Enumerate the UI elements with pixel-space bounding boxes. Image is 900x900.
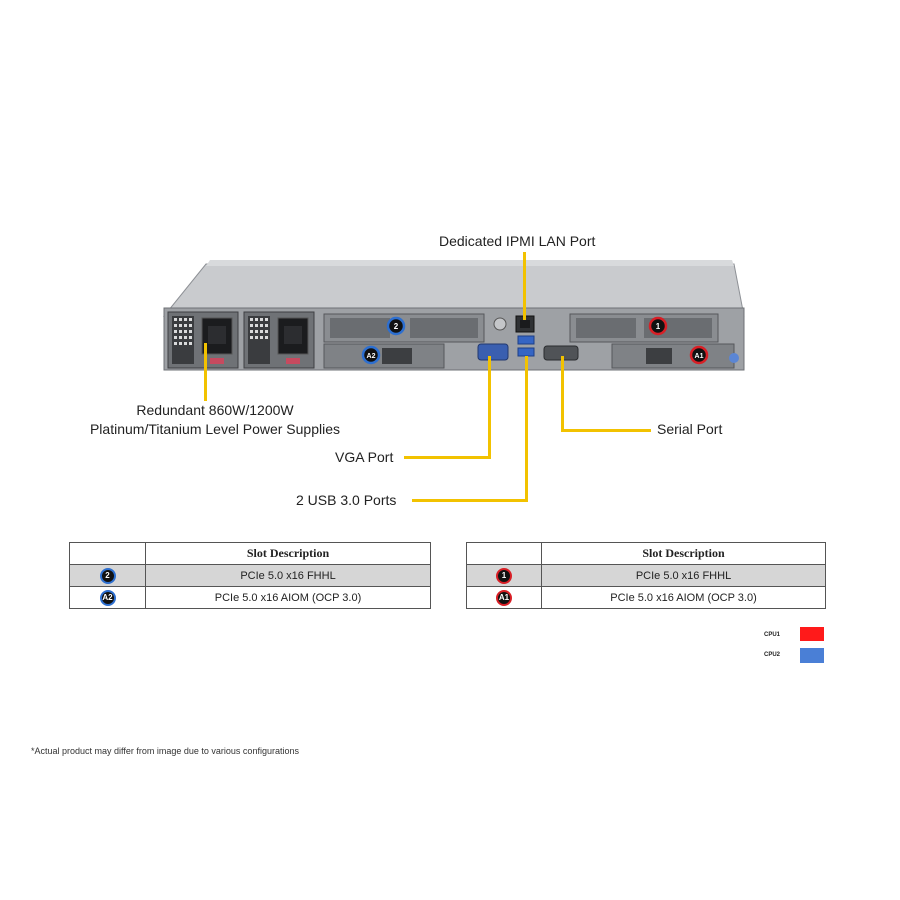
slot-a1-badge: A1 xyxy=(689,345,709,365)
psu-label-line2: Platinum/Titanium Level Power Supplies xyxy=(89,421,341,437)
slot-badge: 1 xyxy=(496,567,512,584)
serial-port-label: Serial Port xyxy=(657,421,723,437)
server-rear-view: 2 A2 1 A1 xyxy=(162,260,745,371)
svg-text:A2: A2 xyxy=(367,353,376,360)
legend-cpu1-swatch xyxy=(800,627,824,641)
slot-description: PCIe 5.0 x16 FHHL xyxy=(145,564,431,587)
table-corner xyxy=(69,542,146,565)
table-header: Slot Description xyxy=(145,542,431,565)
slot-badge: A1 xyxy=(496,589,512,606)
power-supply-2 xyxy=(243,311,315,369)
table-row: 1 PCIe 5.0 x16 FHHL xyxy=(466,564,826,587)
slot-a2-badge: A2 xyxy=(361,345,381,365)
slot-description: PCIe 5.0 x16 FHHL xyxy=(541,564,826,587)
psu-label: Redundant 860W/1200W Platinum/Titanium L… xyxy=(80,401,350,439)
slot-1-badge: 1 xyxy=(648,316,668,336)
usb-callout-line-v xyxy=(525,356,528,502)
power-supply-1 xyxy=(167,311,239,369)
legend-cpu2-label: CPU2 xyxy=(764,652,781,658)
serial-callout-line-v xyxy=(561,356,564,432)
legend-cpu1-label: CPU1 xyxy=(764,632,781,638)
vga-port-label: VGA Port xyxy=(335,449,394,465)
table-row: A1 PCIe 5.0 x16 AIOM (OCP 3.0) xyxy=(466,586,826,609)
slot-badge: A2 xyxy=(99,589,116,606)
table-header: Slot Description xyxy=(541,542,826,565)
psu-callout-line xyxy=(204,343,207,401)
slot-2-badge: 2 xyxy=(386,316,406,336)
legend-cpu2-swatch xyxy=(800,648,824,663)
svg-text:A1: A1 xyxy=(695,353,704,360)
usb-callout-line-h xyxy=(412,499,528,502)
cpu2-slot-table: Slot Description 2 PCIe 5.0 x16 FHHL A2 … xyxy=(69,542,431,609)
vga-callout-line-v xyxy=(488,356,491,459)
slot-description: PCIe 5.0 x16 AIOM (OCP 3.0) xyxy=(541,586,826,609)
slot-badge: 2 xyxy=(99,567,116,584)
svg-text:1: 1 xyxy=(656,322,661,331)
vga-callout-line-h xyxy=(404,456,491,459)
table-row: A2 PCIe 5.0 x16 AIOM (OCP 3.0) xyxy=(69,586,431,609)
cpu1-slot-table: Slot Description 1 PCIe 5.0 x16 FHHL A1 … xyxy=(466,542,826,609)
svg-text:2: 2 xyxy=(394,322,399,331)
table-row: 2 PCIe 5.0 x16 FHHL xyxy=(69,564,431,587)
ipmi-callout-line xyxy=(523,252,526,320)
footnote: *Actual product may differ from image du… xyxy=(31,746,299,756)
slot-description: PCIe 5.0 x16 AIOM (OCP 3.0) xyxy=(145,586,431,609)
usb-ports-label: 2 USB 3.0 Ports xyxy=(296,492,397,508)
psu-label-line1: Redundant 860W/1200W xyxy=(136,402,294,418)
serial-callout-line-h xyxy=(561,429,651,432)
ipmi-lan-port-label: Dedicated IPMI LAN Port xyxy=(439,233,596,249)
table-corner xyxy=(466,542,542,565)
